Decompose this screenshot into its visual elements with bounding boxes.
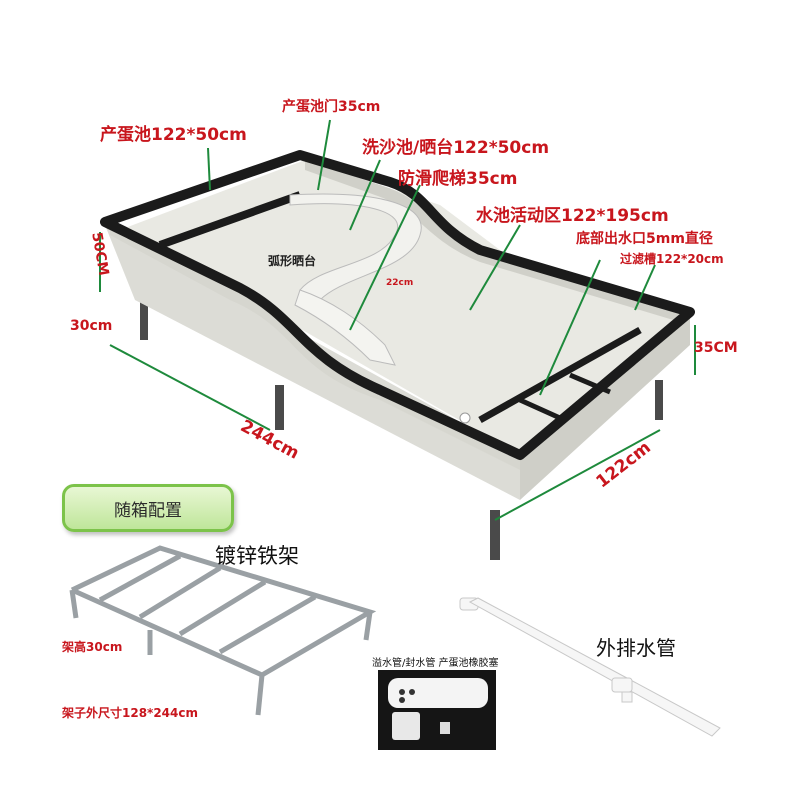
galvanized-frame — [69, 545, 377, 716]
pointer-lines — [207, 119, 656, 396]
frame-title: 镀锌铁架 — [215, 544, 299, 568]
tank-back-wall — [305, 160, 690, 325]
tank-front-wall — [520, 315, 690, 500]
drain-pipe — [459, 597, 721, 737]
label-ladder-width: 22cm — [386, 278, 414, 288]
label-activity-area: 水池活动区122*195cm — [476, 206, 669, 226]
tank-rim — [100, 150, 695, 460]
label-egg-pool: 产蛋池122*50cm — [100, 125, 247, 145]
badge-text: 随箱配置 — [114, 500, 182, 521]
dimension-arrows — [99, 232, 696, 521]
included-badge: 随箱配置 — [62, 484, 234, 532]
label-filter: 过滤槽122*20cm — [620, 252, 724, 266]
label-sand-pool: 洗沙池/晒台122*50cm — [362, 138, 550, 158]
label-height-35: 35CM — [694, 340, 738, 356]
label-egg-door: 产蛋池门35cm — [282, 99, 381, 115]
label-leg-30: 30cm — [70, 318, 113, 334]
drain-outlet — [459, 412, 471, 424]
tank-legs — [140, 300, 663, 560]
drain-pipe-label: 外排水管 — [596, 636, 676, 660]
label-ladder: 防滑爬梯35cm — [398, 169, 518, 189]
frame-size: 架子外尺寸128*244cm — [62, 706, 198, 720]
accessories-photo — [378, 670, 496, 750]
frame-height: 架高30cm — [62, 640, 123, 654]
label-drain: 底部出水口5mm直径 — [576, 231, 713, 247]
label-arc-platform: 弧形晒台 — [268, 254, 317, 268]
anti-slip-ladder — [294, 289, 396, 366]
egg-pool-divider — [158, 191, 302, 249]
filter-divider — [478, 326, 642, 424]
accessories-caption: 溢水管/封水管 产蛋池橡胶塞 — [372, 658, 499, 669]
